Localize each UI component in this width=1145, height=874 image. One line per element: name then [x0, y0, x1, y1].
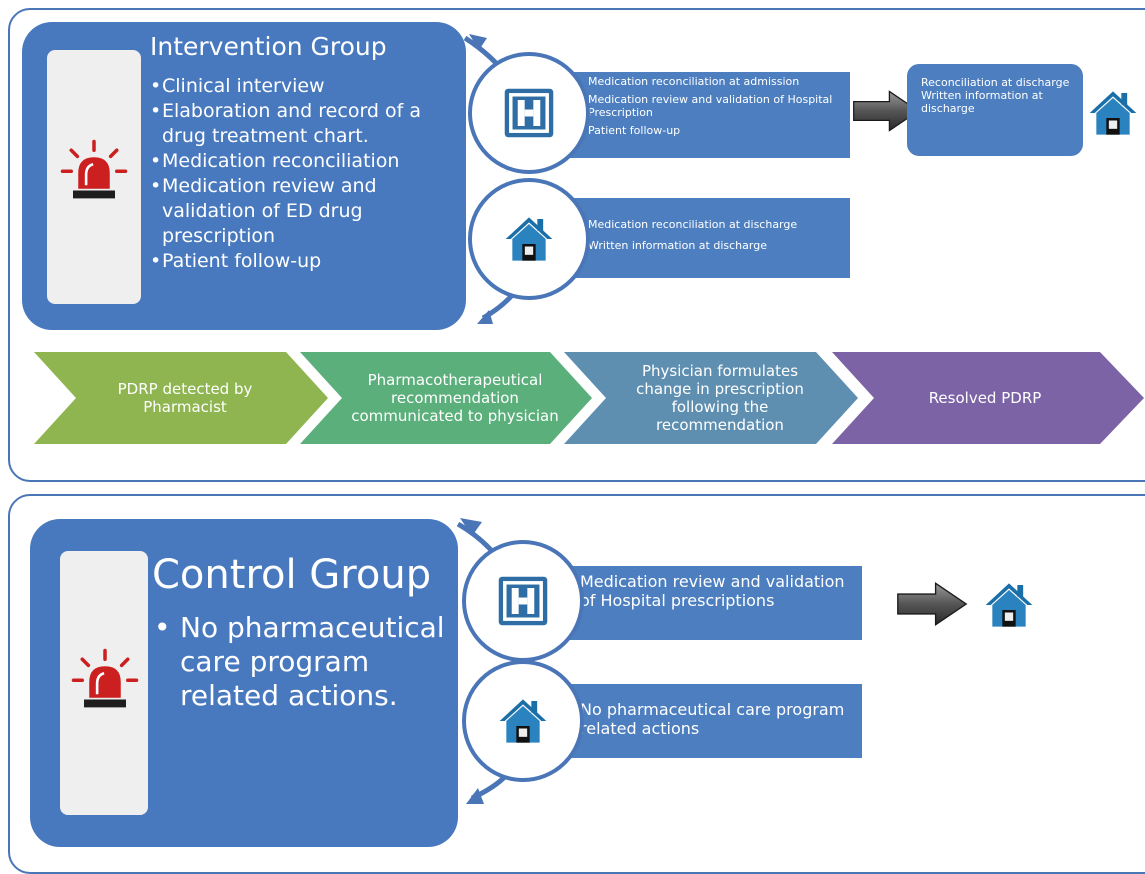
bullet-text: Clinical interview: [162, 75, 325, 97]
hospital-box-line: Medication review and validation of Hosp…: [580, 572, 845, 610]
intervention-group-box: Intervention Group Clinical interview El…: [22, 22, 466, 330]
control-title: Control Group: [152, 552, 432, 598]
control-group-box: Control Group No pharmaceutical care pro…: [30, 519, 458, 847]
bullet-item: Medication review and validation of ED d…: [150, 174, 450, 249]
bullet-text: Medication reconciliation: [162, 150, 400, 172]
bullet-item: Elaboration and record of a drug treatme…: [150, 99, 450, 149]
hospital-h-icon: [503, 87, 555, 139]
bullet-item: Clinical interview: [150, 74, 450, 99]
home-circle: [462, 660, 584, 782]
hospital-circle: [468, 52, 590, 174]
siren-card: [47, 50, 141, 304]
intervention-title: Intervention Group: [150, 32, 387, 61]
bullet-text: Elaboration and record of a drug treatme…: [162, 100, 422, 147]
bullet-item: Patient follow-up: [150, 249, 450, 274]
discharge-box: Reconciliation at discharge Written info…: [907, 64, 1083, 156]
bullet-text: No pharmaceutical care program related a…: [180, 611, 445, 712]
process-step-label: Physician formulates change in prescript…: [636, 362, 804, 434]
home-box-line: No pharmaceutical care program related a…: [580, 700, 845, 738]
siren-alarm-icon: [70, 647, 140, 717]
home-box-line: Written information at discharge: [588, 239, 767, 252]
process-chevron-2: [300, 352, 592, 444]
siren-alarm-icon: [59, 138, 129, 208]
hospital-box-line: Patient follow-up: [588, 124, 681, 137]
process-step-label: Pharmacotherapeutical recommendation com…: [351, 371, 559, 425]
bullet-text: Medication review and validation of ED d…: [162, 175, 377, 247]
hospital-box-line: Medication review and validation of Hosp…: [588, 93, 833, 119]
bullet-item: Medication reconciliation: [150, 149, 450, 174]
discharge-box-line: Reconciliation at discharge: [921, 76, 1070, 89]
intervention-bullets: Clinical interview Elaboration and recor…: [150, 74, 450, 274]
process-chevron-1: [34, 352, 328, 444]
bullet-item: No pharmaceutical care program related a…: [154, 611, 454, 713]
siren-card: [60, 551, 148, 815]
process-chevron-3: [564, 352, 858, 444]
house-icon: [1088, 88, 1138, 138]
home-circle: [468, 178, 590, 300]
house-icon: [984, 580, 1034, 630]
process-step-label: Resolved PDRP: [928, 389, 1042, 407]
home-box-line: Medication reconciliation at discharge: [588, 218, 798, 231]
bullet-text: Patient follow-up: [162, 250, 322, 272]
hospital-box-line: Medication reconciliation at admission: [588, 75, 800, 88]
hospital-circle: [462, 540, 584, 662]
right-arrow-icon: [896, 580, 968, 628]
discharge-box-line: Written information at discharge: [921, 89, 1043, 115]
house-icon: [504, 214, 554, 264]
process-step-label: PDRP detected by Pharmacist: [117, 380, 253, 416]
house-icon: [498, 696, 548, 746]
control-bullets: No pharmaceutical care program related a…: [154, 611, 454, 713]
hospital-h-icon: [497, 575, 549, 627]
process-chevron-4: [832, 352, 1144, 444]
